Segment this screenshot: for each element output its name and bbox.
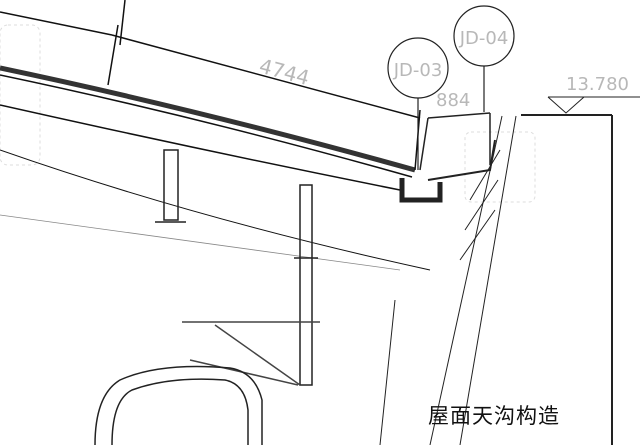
wall-section	[379, 115, 517, 445]
construction-boxes	[0, 24, 536, 203]
roof-slope-lines	[0, 11, 431, 271]
callout-bubbles	[387, 5, 515, 170]
dimension-4744: 4744	[257, 54, 312, 90]
callout-jd-03: JD-03	[393, 60, 443, 81]
dimension-line-4744	[107, 0, 421, 171]
dimension-884: 884	[436, 90, 470, 111]
elevation-marker	[521, 96, 640, 445]
elevation-label: 13.780	[566, 74, 629, 95]
vessel-outline	[94, 365, 263, 445]
drawing-caption: 屋面天沟构造	[428, 404, 560, 428]
callout-jd-04: JD-04	[459, 28, 509, 49]
support-columns	[155, 149, 318, 386]
